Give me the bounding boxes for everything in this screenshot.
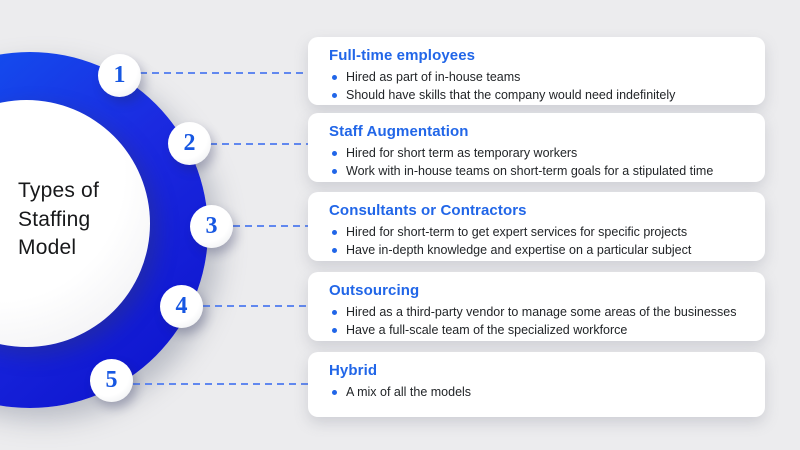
- card-title: Consultants or Contractors: [329, 202, 527, 219]
- card-bullet-list: Hired for short-term to get expert servi…: [329, 223, 747, 259]
- bullet-item: Hired as part of in-house teams: [329, 68, 747, 86]
- bullet-item: Have a full-scale team of the specialize…: [329, 321, 747, 339]
- card-outsourcing: Outsourcing Hired as a third-party vendo…: [308, 272, 765, 341]
- card-bullet-list: Hired as a third-party vendor to manage …: [329, 303, 747, 339]
- bullet-item: Hired as a third-party vendor to manage …: [329, 303, 747, 321]
- card-title: Hybrid: [329, 362, 378, 379]
- page-title-line-2: Staffing: [18, 207, 91, 231]
- bullet-dot: [332, 151, 337, 156]
- card-hybrid: Hybrid A mix of all the models: [308, 352, 765, 417]
- card-title: Outsourcing: [329, 282, 420, 299]
- step-number-3-label: 3: [205, 213, 218, 239]
- card-staff-augmentation: Staff Augmentation Hired for short term …: [308, 113, 765, 182]
- step-number-1: 1: [98, 54, 141, 97]
- connector-line-5: [133, 383, 310, 385]
- card-full-time-employees: Full-time employees Hired as part of in-…: [308, 37, 765, 105]
- bullet-text: Should have skills that the company woul…: [346, 88, 676, 102]
- bullet-text: Have a full-scale team of the specialize…: [346, 323, 628, 337]
- step-number-4: 4: [160, 285, 203, 328]
- bullet-dot: [332, 230, 337, 235]
- bullet-text: Hired for short-term to get expert servi…: [346, 225, 688, 239]
- bullet-item: Have in-depth knowledge and expertise on…: [329, 241, 747, 259]
- connector-line-4: [203, 305, 310, 307]
- connector-line-2: [210, 143, 310, 145]
- bullet-dot: [332, 169, 337, 174]
- bullet-text: Have in-depth knowledge and expertise on…: [346, 243, 692, 257]
- bullet-item: Hired for short term as temporary worker…: [329, 144, 747, 162]
- bullet-text: A mix of all the models: [346, 385, 472, 399]
- bullet-dot: [332, 248, 337, 253]
- bullet-item: A mix of all the models: [329, 383, 747, 401]
- connector-line-3: [233, 225, 310, 227]
- step-number-5: 5: [90, 359, 133, 402]
- page-title: Types of Staffing Model: [18, 177, 99, 263]
- card-bullet-list: Hired as part of in-house teams Should h…: [329, 68, 747, 104]
- bullet-text: Hired as a third-party vendor to manage …: [346, 305, 737, 319]
- connector-line-1: [140, 72, 310, 74]
- step-number-2: 2: [168, 122, 211, 165]
- bullet-dot: [332, 75, 337, 80]
- bullet-text: Work with in-house teams on short-term g…: [346, 164, 714, 178]
- card-consultants-or-contractors: Consultants or Contractors Hired for sho…: [308, 192, 765, 261]
- bullet-dot: [332, 390, 337, 395]
- step-number-5-label: 5: [105, 367, 118, 393]
- step-number-3: 3: [190, 205, 233, 248]
- bullet-dot: [332, 93, 337, 98]
- bullet-text: Hired as part of in-house teams: [346, 70, 521, 84]
- step-number-1-label: 1: [113, 62, 126, 88]
- bullet-dot: [332, 328, 337, 333]
- bullet-text: Hired for short term as temporary worker…: [346, 146, 578, 160]
- card-bullet-list: A mix of all the models: [329, 383, 747, 401]
- bullet-item: Work with in-house teams on short-term g…: [329, 162, 747, 180]
- bullet-item: Hired for short-term to get expert servi…: [329, 223, 747, 241]
- page-title-line-1: Types of: [18, 179, 99, 202]
- step-number-4-label: 4: [175, 293, 188, 319]
- page-title-line-3: Model: [18, 236, 77, 259]
- bullet-item: Should have skills that the company woul…: [329, 86, 747, 104]
- card-title: Staff Augmentation: [329, 123, 469, 140]
- card-bullet-list: Hired for short term as temporary worker…: [329, 144, 747, 180]
- bullet-dot: [332, 310, 337, 315]
- step-number-2-label: 2: [183, 130, 196, 156]
- card-title: Full-time employees: [329, 47, 476, 64]
